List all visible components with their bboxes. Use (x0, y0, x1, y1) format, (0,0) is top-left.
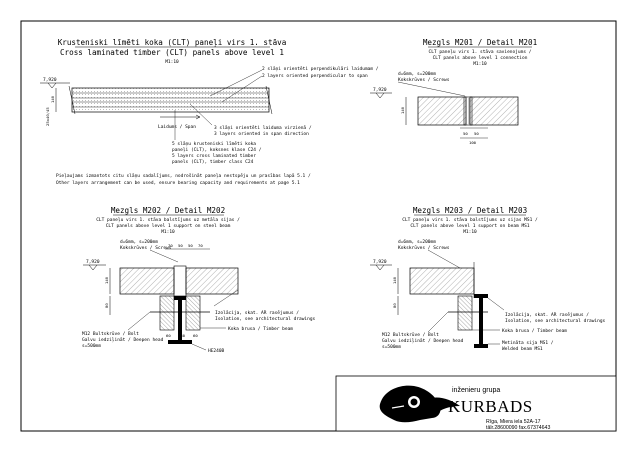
m201-dim-c: 100 (469, 140, 477, 145)
label-panel-4: panels (CLT), timber class C24 (172, 159, 254, 165)
company-name: KURBADS (448, 397, 533, 416)
m202-sub-1: CLT paneļu virs 1. stāva balstījums uz m… (96, 217, 240, 223)
m202-bolt-1: M12 Bultskrūve / Bolt (82, 331, 139, 337)
title-block: inženieru grupa KURBADS Rīga, Miera iela… (335, 375, 617, 432)
m203-screw-2: Kokskrūves / Screws (398, 245, 450, 251)
m203-bolt-3: s=500mm (382, 344, 401, 350)
m201-level: 7,920 (373, 87, 387, 93)
m203-beam-1: Metināta sija MS1 / (502, 340, 554, 346)
m202-panel-right (185, 267, 239, 295)
m202-dim-b2: 140 (178, 333, 186, 338)
m203-title: Mezgls M203 / Detail M203 (413, 206, 527, 215)
m201-panel-left (417, 96, 467, 126)
clt-panel (71, 87, 270, 113)
m202-timber-beam-left (159, 295, 175, 331)
m202-steel-web (178, 300, 182, 340)
main-note-1: Pieļaujams izmantots citu slāņu sadalīju… (56, 172, 311, 179)
label-panel-2: paneļi (CLT), koksnes klase C24 / (172, 147, 262, 153)
m201-sub-2: CLT panels above level 1 connection (433, 55, 528, 61)
m203-bolt-2: Galvu iedziļināt / Deepen head (382, 338, 464, 344)
m202-iso-1: Izolācija, skat. AR rasējumus / (215, 310, 299, 316)
company-address: Rīga, Miera iela 52A-17 (486, 419, 541, 425)
m203-sub-2: CLT panels above level 1 support on beam… (410, 223, 529, 229)
label-panel-3: 5 layers cross laminated timber (172, 153, 256, 159)
m201-screw-1: d=6mm, s=200mm (398, 71, 436, 77)
m202-timber-beam-right (185, 295, 201, 331)
m202-level: 7,920 (86, 259, 100, 265)
m202-dim-top-4: 70 (198, 243, 203, 248)
m202-screw-1: d=6mm, s=200mm (120, 239, 158, 245)
m202-panel-left (119, 267, 175, 295)
m201-scale: M1:10 (473, 61, 487, 67)
m202-scale: M1:10 (161, 229, 175, 235)
m203-beam-web (479, 298, 483, 344)
m203-dim-h2: 80 (392, 303, 397, 308)
m202-timber-label: Koka brusa / Timber beam (228, 326, 293, 332)
main-note-2: Other layers arrangement can be used, en… (56, 180, 300, 186)
span-label: Laidums / Span (158, 124, 196, 130)
detail-m201: Mezgls M201 / Detail M201 CLT paneļu vir… (370, 38, 538, 145)
label-panel-1: 5 slāņu krusteniski līmēti koka (172, 141, 256, 147)
m203-level: 7,920 (373, 259, 387, 265)
m202-bolt-3: s=500mm (82, 343, 101, 349)
label-dir-en: 3 layers oriented in span direction (214, 131, 309, 137)
detail-m203: Mezgls M203 / Detail M203 CLT paneļu vir… (370, 206, 606, 352)
m201-dim-a: 50 (463, 131, 468, 136)
m202-dim-b3: 60 (193, 333, 198, 338)
m203-dim-h1: 140 (392, 276, 397, 284)
main-title-en: Cross laminated timber (CLT) panels abov… (60, 48, 284, 57)
m202-steel-flange-top (174, 296, 186, 300)
m203-sub-1: CLT paneļu virs 1. stāva balstījums uz s… (402, 217, 538, 223)
m202-dim-top-2: 50 (178, 243, 183, 248)
m201-dim-h: 140 (400, 106, 405, 114)
m202-screw-2: Kokskrūves / Screws (120, 245, 172, 251)
m203-screw-1: d=6mm, s=200mm (398, 239, 436, 245)
level-marker-icon (47, 82, 57, 89)
m202-steel-label: HE240B (208, 348, 225, 354)
label-perp-en: 2 layers oriented perpendicular to span (262, 73, 368, 79)
m202-steel-flange-bottom (168, 340, 192, 344)
label-dir-lv: 3 slāņi orientēti laiduma virzienā / (214, 125, 312, 131)
kurbads-logo-icon (379, 385, 460, 423)
label-perp-lv: 2 slāņi orientēti perpendikulāri laiduma… (262, 66, 379, 72)
m201-title: Mezgls M201 / Detail M201 (423, 38, 538, 47)
detail-m202: Mezgls M202 / Detail M202 CLT paneļu vir… (82, 206, 316, 354)
m202-sub-2: CLT panels above level 1 support on stee… (106, 223, 231, 229)
m203-beam-flange-bottom (474, 344, 488, 348)
m203-scale: M1:10 (463, 229, 477, 235)
m203-iso-2: Isolation, see architectural drawings (505, 318, 606, 324)
m201-sub-1: CLT paneļu virs 1. stāva savienojums / (429, 49, 532, 55)
m203-iso-1: Izolācija, skat. AR rasējumus / (505, 312, 589, 318)
m201-dim-b: 50 (474, 131, 479, 136)
span-arrow-icon (195, 114, 201, 120)
m202-dim-top-1: 70 (168, 243, 173, 248)
m202-dim-h2: 80 (104, 303, 109, 308)
company-phone: tālr.28600090 fax.67374643 (486, 425, 550, 431)
m203-timber-beam (457, 295, 473, 331)
main-dim-b: 25x40/45 (45, 107, 50, 126)
m203-bolt-1: M12 Bultskrūve / Bolt (382, 332, 439, 338)
main-title-lv: Krusteniski līmēti koka (CLT) paneļi vir… (58, 38, 287, 48)
sheet-frame (20, 20, 617, 432)
m203-beam-2: Welded beam MS1 (502, 346, 543, 352)
m202-dim-top-3: 50 (188, 243, 193, 248)
m202-bolt-2: Galvu iedziļināt / Deepen head (82, 337, 164, 343)
m203-timber-label: Koka brusa / Timber beam (502, 328, 567, 334)
m201-panel-right (469, 96, 519, 126)
main-level: 7,920 (43, 77, 57, 83)
m201-screw-2: Kokskrūves / Screws (398, 77, 450, 83)
m202-dim-b1: 60 (166, 333, 171, 338)
m202-iso-2: Isolation, see architectural drawings (215, 316, 316, 322)
main-dim-a: 140 (50, 95, 55, 103)
m202-dim-h1: 140 (104, 276, 109, 284)
company-top: inženieru grupa (452, 387, 500, 394)
m203-beam-flange-top (474, 294, 488, 298)
m202-title: Mezgls M202 / Detail M202 (111, 206, 225, 215)
main-scale: M1:10 (165, 59, 179, 65)
m203-panel (409, 267, 475, 295)
main-section: Krusteniski līmēti koka (CLT) paneļi vir… (40, 38, 379, 186)
